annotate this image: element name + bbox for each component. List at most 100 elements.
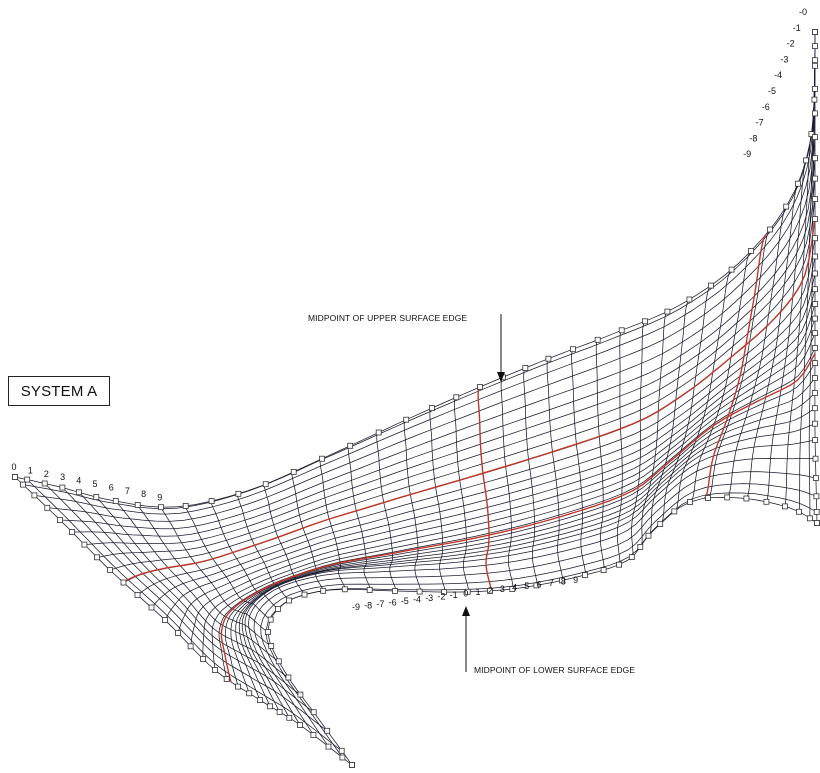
upper-edge-marker [24,476,31,483]
lower-edge-tick-label: -8 [364,601,372,611]
lower-edge-tick-label: 6 [536,580,541,590]
surface-cross-line [177,289,816,634]
left-edge-marker [81,541,88,548]
lower-edge-marker [310,709,317,716]
upper-edge-marker [112,498,119,505]
upper-edge-marker [708,282,714,289]
surface-rule-line [500,377,514,590]
upper-edge-marker [808,131,815,138]
upper-edge-marker [347,442,354,449]
lower-edge-marker [267,616,274,623]
lower-edge-marker [286,597,293,604]
right-edge-tick-label: -8 [749,133,757,143]
left-edge-marker [325,743,332,750]
upper-edge-marker [453,394,460,401]
surface-cross-line [84,158,816,545]
upper-edge-marker [182,502,189,509]
lower-edge-tick-label: -1 [450,590,458,600]
upper-edge-marker [158,504,165,511]
upper-edge-marker [262,481,269,488]
left-edge-marker [187,643,194,650]
surface-rule-line [814,32,818,524]
upper-edge-marker [795,180,801,187]
surface-cross-line [211,332,816,671]
lower-edge-marker [724,494,731,501]
upper-edge-marker [767,226,773,233]
surface-rule-line [689,250,752,503]
lower-edge-marker [637,544,644,550]
surface-cross-line [238,407,816,707]
highlight-cross-curve [220,353,816,683]
upper-edge-marker [783,203,790,210]
upper-edge-marker [618,327,625,334]
right-edge-marker [812,216,818,222]
left-edge-marker [349,762,355,768]
lower-edge-marker [416,588,423,595]
system-label-box: SYSTEM A [8,376,110,406]
surface-cross-line [230,377,816,694]
left-edge-marker [31,492,38,499]
right-edge-marker [812,134,818,141]
right-edge-tick-label: -5 [768,86,776,96]
surface-rule-line [674,269,732,512]
highlight-rule-curve [477,386,492,592]
left-edge-marker [44,504,51,511]
right-edge-marker [812,455,819,462]
right-edge-marker [812,155,818,162]
left-edge-tick-label: 8 [141,489,146,499]
lower-edge-marker [796,508,802,515]
lower-edge-marker [687,499,693,505]
upper-edge-marker [403,416,410,423]
lower-edge-tick-label: 1 [475,587,480,597]
upper-edge-marker [59,484,66,491]
lower-edge-marker [628,554,635,560]
lower-edge-marker [265,629,271,635]
lower-edge-marker [782,503,788,510]
upper-edge-marker [748,247,754,254]
right-edge-marker [812,86,818,92]
lower-edge-tick-label: 8 [561,577,566,587]
lower-edge-marker [705,495,711,501]
right-edge-marker [813,475,819,481]
left-edge-marker [223,676,230,682]
right-edge-marker [812,43,818,49]
left-edge-tick-label: 5 [92,479,97,489]
left-edge-marker [267,703,274,710]
right-edge-marker [812,437,818,444]
highlight-rule-curve [703,233,767,499]
lower-edge-tick-label: 3 [500,584,505,594]
lower-edge-tick-label: -3 [425,593,433,603]
upper-edge-marker [375,429,382,436]
right-edge-marker [812,62,818,69]
left-edge-marker [235,683,242,690]
left-edge-marker [286,714,293,721]
lower-edge-marker [324,727,331,734]
lower-edge-tick-label: -7 [376,599,384,609]
upper-edge-marker [428,405,435,412]
lower-midpoint-arrow-head [462,606,470,616]
upper-edge-marker [522,365,529,371]
lower-edge-tick-label: 4 [512,583,517,593]
highlight-curves [122,218,816,683]
lower-edge-marker [366,587,373,593]
surface-cross-line [218,347,816,680]
lower-edge-tick-label: -6 [389,598,397,608]
right-edge-marker [814,520,820,526]
upper-edge-marker [728,266,735,273]
annotation-arrows [462,314,505,672]
lower-edge-marker [301,591,308,598]
left-edge-marker [175,630,181,636]
surface-cross-line [265,492,817,758]
surface-rule-line [617,330,623,565]
lower-edge-marker [743,495,750,502]
left-edge-marker [107,567,113,573]
left-edge-tick-label: 3 [60,472,65,482]
left-edge-marker [257,697,263,703]
left-edge-marker [57,517,63,523]
lower-edge-marker [763,498,770,505]
surface-rule-line [726,206,787,498]
lower-edge-tick-label: 5 [524,581,529,591]
highlight-cross-curve [122,218,816,583]
lower-edge-tick-label: 7 [549,578,554,588]
